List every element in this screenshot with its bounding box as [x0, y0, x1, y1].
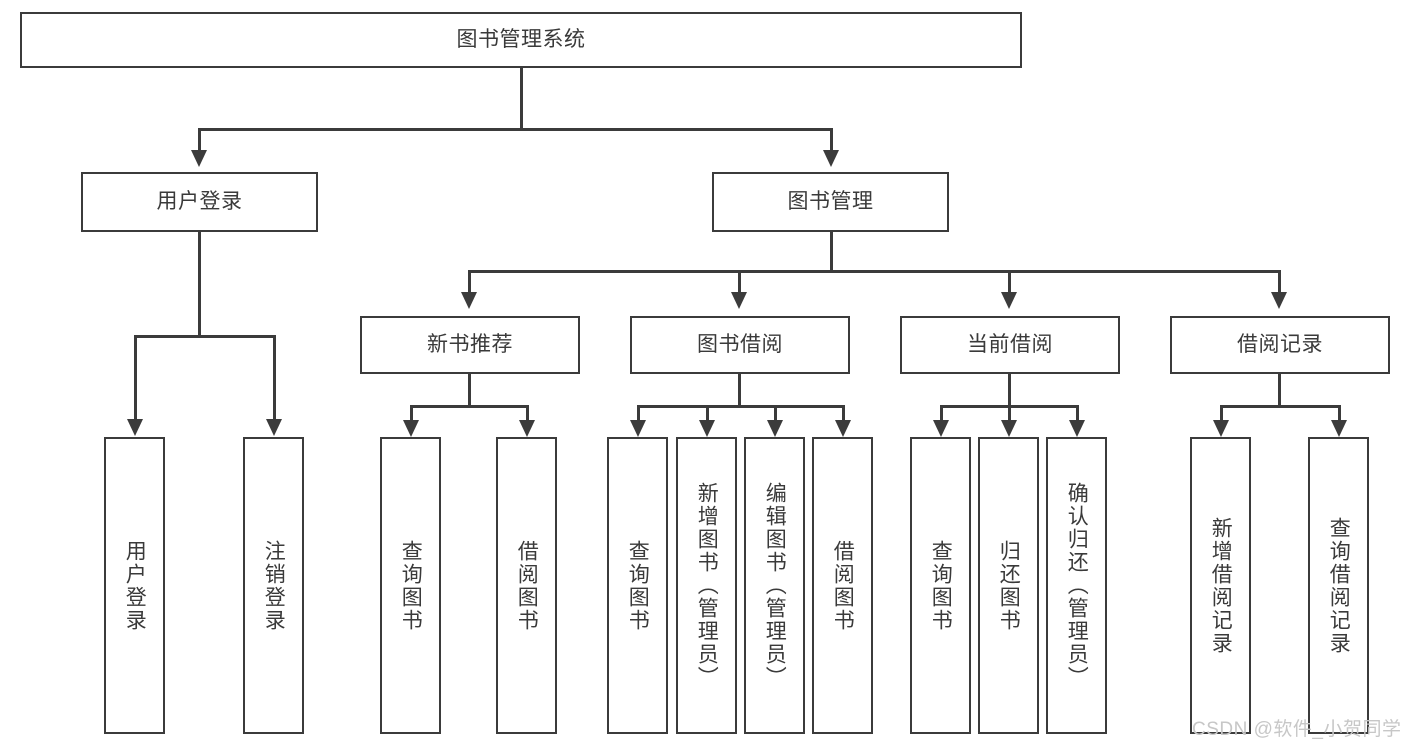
- leaf-nb-query-book[interactable]: 查询图书: [380, 437, 441, 734]
- connector-drop-nb-borrow: [526, 405, 529, 420]
- leaf-bb-borrow-book[interactable]: 借阅图书: [812, 437, 873, 734]
- connector-borrow-record-stem: [1278, 374, 1281, 407]
- arrow-current-borrow: [1001, 292, 1017, 309]
- arrow-bb-query: [630, 420, 646, 437]
- leaf-br-add-record[interactable]: 新增借阅记录: [1190, 437, 1251, 734]
- connector-root-stem: [520, 68, 523, 130]
- connector-drop-cb-confirm: [1076, 405, 1079, 420]
- node-book-borrow-label: 图书借阅: [697, 332, 783, 356]
- connector-book-borrow-stem: [738, 374, 741, 407]
- node-current-borrow-label: 当前借阅: [967, 332, 1053, 356]
- arrow-bb-borrow: [835, 420, 851, 437]
- node-book-manage-label: 图书管理: [787, 189, 874, 213]
- leaf-cb-return-book[interactable]: 归还图书: [978, 437, 1039, 734]
- leaf-user-login-label: 用户登录: [123, 539, 147, 632]
- leaf-user-login[interactable]: 用户登录: [104, 437, 165, 734]
- connector-drop-new-book: [468, 270, 471, 292]
- arrow-leaf-logout: [266, 419, 282, 436]
- node-user-login-label: 用户登录: [156, 189, 243, 213]
- connector-user-login-stem: [198, 232, 201, 337]
- leaf-bb-add-book-label: 新增图书（管理员）: [695, 482, 719, 689]
- leaf-bb-edit-book[interactable]: 编辑图书（管理员）: [744, 437, 805, 734]
- connector-current-borrow-stem: [1008, 374, 1011, 407]
- connector-drop-bb-add: [706, 405, 709, 420]
- leaf-logout-label: 注销登录: [262, 539, 286, 632]
- arrow-cb-query: [933, 420, 949, 437]
- connector-drop-borrow-record: [1278, 270, 1281, 292]
- connector-drop-user-login: [198, 128, 201, 150]
- node-user-login[interactable]: 用户登录: [81, 172, 318, 232]
- connector-drop-br-query: [1338, 405, 1341, 420]
- connector-drop-leaf-logout: [273, 335, 276, 419]
- arrow-user-login: [191, 150, 207, 167]
- connector-drop-leaf-user-login: [134, 335, 137, 419]
- leaf-br-query-record[interactable]: 查询借阅记录: [1308, 437, 1369, 734]
- arrow-new-book: [461, 292, 477, 309]
- leaf-cb-confirm-return[interactable]: 确认归还（管理员）: [1046, 437, 1107, 734]
- watermark-text: CSDN @软件_小贺同学: [1192, 719, 1402, 740]
- node-borrow-record-label: 借阅记录: [1237, 332, 1323, 356]
- node-borrow-record[interactable]: 借阅记录: [1170, 316, 1390, 374]
- connector-level3-bus: [468, 270, 1280, 273]
- node-new-book-recommend-label: 新书推荐: [427, 332, 513, 356]
- leaf-cb-return-book-label: 归还图书: [997, 539, 1021, 632]
- arrow-nb-query: [403, 420, 419, 437]
- connector-drop-bb-edit: [774, 405, 777, 420]
- node-current-borrow[interactable]: 当前借阅: [900, 316, 1120, 374]
- leaf-br-query-record-label: 查询借阅记录: [1327, 516, 1351, 655]
- node-book-borrow[interactable]: 图书借阅: [630, 316, 850, 374]
- connector-drop-book-manage: [830, 128, 833, 150]
- arrow-br-add: [1213, 420, 1229, 437]
- connector-new-book-stem: [468, 374, 471, 407]
- leaf-nb-borrow-book[interactable]: 借阅图书: [496, 437, 557, 734]
- leaf-cb-query-book-label: 查询图书: [929, 539, 953, 632]
- arrow-leaf-user-login: [127, 419, 143, 436]
- connector-drop-bb-borrow: [842, 405, 845, 420]
- connector-user-login-bus: [134, 335, 275, 338]
- leaf-bb-query-book-label: 查询图书: [626, 539, 650, 632]
- leaf-logout[interactable]: 注销登录: [243, 437, 304, 734]
- connector-borrow-record-bus: [1220, 405, 1338, 408]
- connector-book-borrow-bus: [637, 405, 843, 408]
- arrow-br-query: [1331, 420, 1347, 437]
- arrow-bb-edit: [767, 420, 783, 437]
- arrow-book-manage: [823, 150, 839, 167]
- connector-book-manage-stem: [830, 232, 833, 272]
- leaf-nb-query-book-label: 查询图书: [399, 539, 423, 632]
- leaf-cb-query-book[interactable]: 查询图书: [910, 437, 971, 734]
- node-root-system[interactable]: 图书管理系统: [20, 12, 1022, 68]
- leaf-br-add-record-label: 新增借阅记录: [1209, 516, 1233, 655]
- connector-new-book-bus: [410, 405, 528, 408]
- connector-drop-book-borrow: [738, 270, 741, 292]
- connector-drop-nb-query: [410, 405, 413, 420]
- arrow-bb-add: [699, 420, 715, 437]
- leaf-bb-borrow-book-label: 借阅图书: [831, 539, 855, 632]
- node-book-manage[interactable]: 图书管理: [712, 172, 949, 232]
- connector-drop-cb-return: [1008, 405, 1011, 420]
- arrow-cb-confirm: [1069, 420, 1085, 437]
- leaf-bb-query-book[interactable]: 查询图书: [607, 437, 668, 734]
- leaf-nb-borrow-book-label: 借阅图书: [515, 539, 539, 632]
- arrow-book-borrow: [731, 292, 747, 309]
- node-new-book-recommend[interactable]: 新书推荐: [360, 316, 580, 374]
- leaf-bb-edit-book-label: 编辑图书（管理员）: [763, 482, 787, 689]
- leaf-bb-add-book[interactable]: 新增图书（管理员）: [676, 437, 737, 734]
- connector-level2-bus: [198, 128, 832, 131]
- connector-drop-cb-query: [940, 405, 943, 420]
- node-root-system-label: 图书管理系统: [456, 27, 586, 51]
- arrow-borrow-record: [1271, 292, 1287, 309]
- connector-drop-current-borrow: [1008, 270, 1011, 292]
- leaf-cb-confirm-return-label: 确认归还（管理员）: [1065, 482, 1089, 689]
- connector-drop-br-add: [1220, 405, 1223, 420]
- connector-drop-bb-query: [637, 405, 640, 420]
- arrow-cb-return: [1001, 420, 1017, 437]
- arrow-nb-borrow: [519, 420, 535, 437]
